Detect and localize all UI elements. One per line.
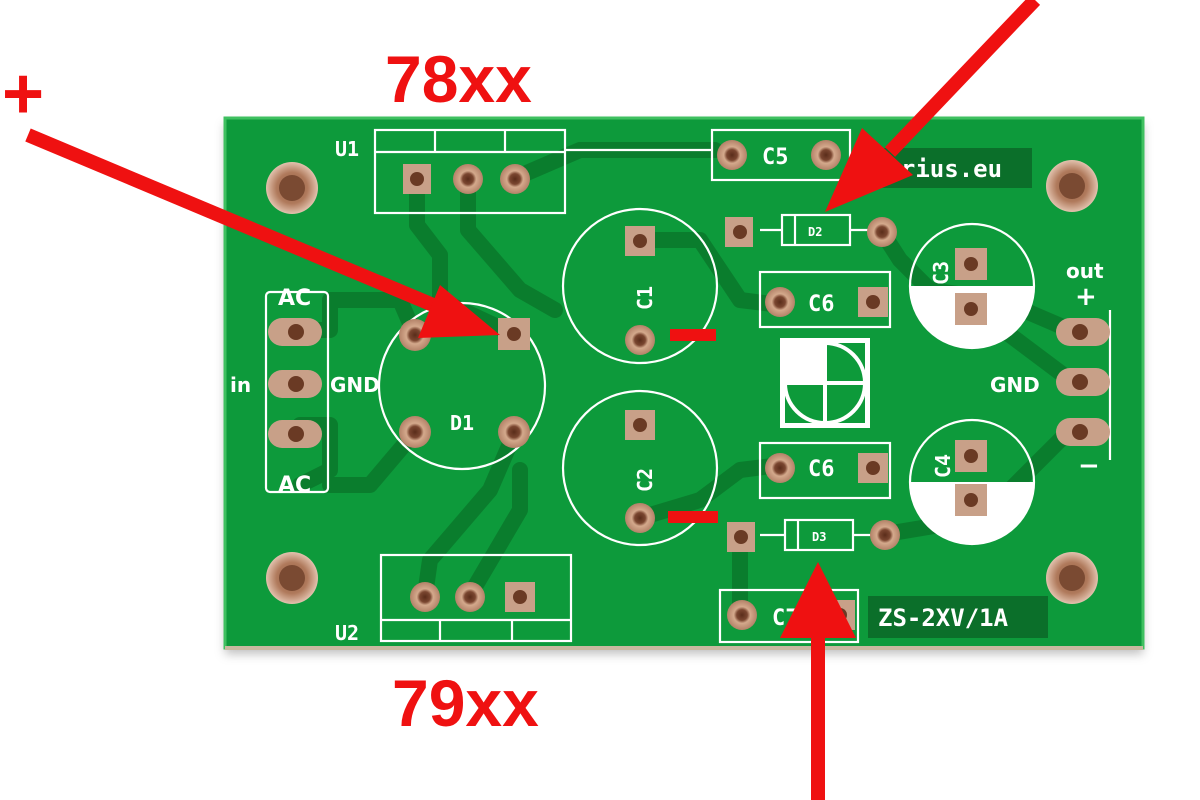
c1-label: C1	[633, 286, 657, 310]
c6-top-label: C6	[808, 292, 835, 317]
regulator-78xx-label: 78xx	[385, 42, 532, 116]
board-id-bg	[868, 596, 1048, 638]
c3-label: C3	[929, 261, 953, 285]
regulator-79xx-label: 79xx	[392, 666, 539, 740]
mounting-holes	[266, 160, 1098, 604]
gnd-in-label: GND	[330, 373, 380, 397]
out-plus-label: +	[1075, 282, 1097, 312]
d1-label: D1	[450, 411, 474, 435]
d3-label: D3	[812, 530, 826, 544]
c2-label: C2	[633, 468, 657, 492]
ac-bottom-label: AC	[278, 473, 311, 498]
c6-bottom-label: C6	[808, 457, 835, 482]
c5-label: C5	[762, 145, 789, 170]
u2-label: U2	[335, 621, 359, 645]
out-label: out	[1066, 259, 1104, 283]
c4-label: C4	[931, 454, 955, 478]
solder-pads	[268, 140, 1110, 630]
d2-label: D2	[808, 225, 822, 239]
copper-traces	[292, 142, 1078, 623]
logo-mark	[780, 338, 870, 428]
out-minus-label: −	[1078, 451, 1100, 481]
c2-minus-mark	[668, 511, 718, 523]
c1-minus-mark	[670, 329, 716, 341]
board-id-label: ZS-2XV/1A	[878, 604, 1009, 632]
annotation-arrows	[25, 0, 1041, 800]
plus-annotation: +	[2, 54, 45, 134]
gnd-out-label: GND	[990, 373, 1040, 397]
u1-label: U1	[335, 137, 359, 161]
in-label: in	[230, 373, 251, 397]
silkscreen-outlines	[264, 128, 1112, 644]
ac-top-label: AC	[278, 286, 311, 311]
